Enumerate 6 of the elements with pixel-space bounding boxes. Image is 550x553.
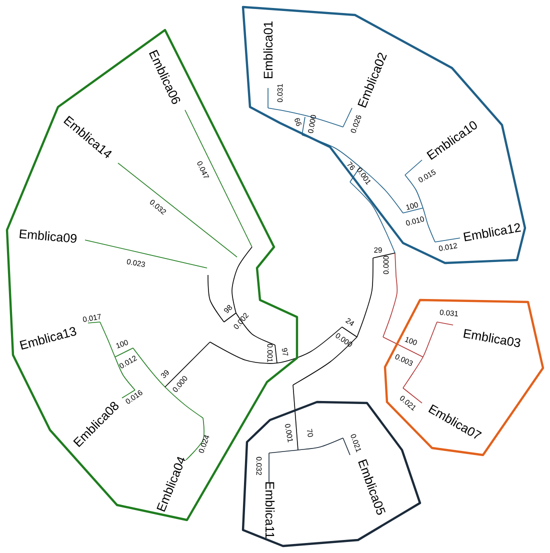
clade-outline (384, 298, 544, 456)
taxon-label: Emblica09 (20, 229, 77, 243)
taxon-label: Emblica01 (263, 21, 273, 78)
taxon-label: Emblica03 (464, 329, 520, 348)
taxon-label: Emblica11 (265, 482, 275, 538)
taxon-label: Emblica12 (464, 223, 521, 242)
